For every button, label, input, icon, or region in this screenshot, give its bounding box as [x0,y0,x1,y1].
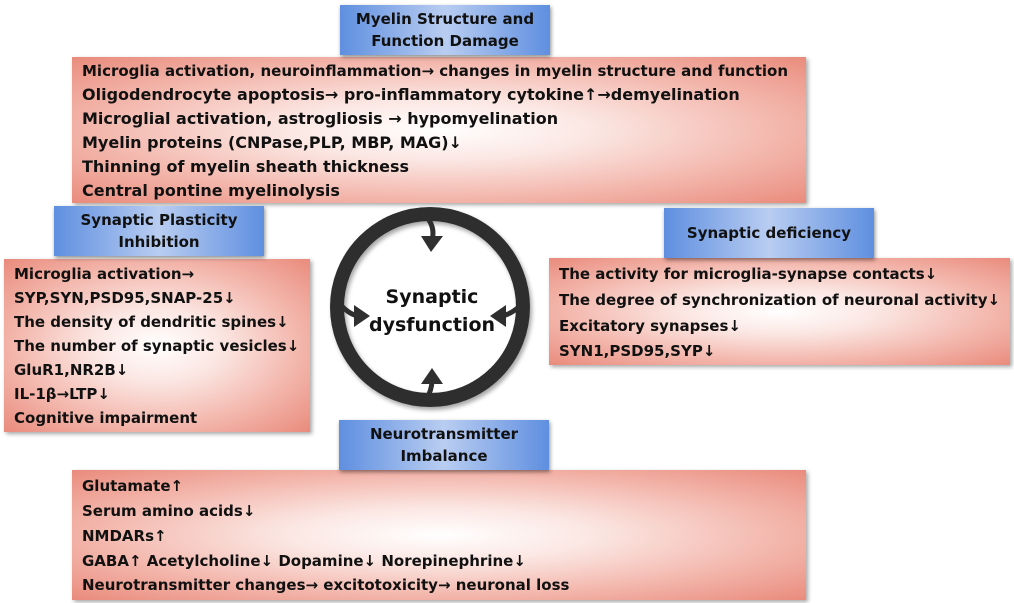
synaptic-deficiency-box: The activity for microglia-synapse conta… [549,258,1010,365]
neurotransmitter-box: Glutamate↑ Serum amino acids↓ NMDARs↑ GA… [72,470,806,600]
myelin-header-line-1: Myelin Structure and [355,10,535,28]
myelin-damage-box: Microglia activation, neuroinflammation→… [72,57,806,203]
arrow-down-icon [421,211,443,252]
neurotransmitter-header: Neurotransmitter Imbalance [339,420,549,470]
arrow-left-icon [490,301,525,327]
myelin-header-line-2: Function Damage [371,32,519,50]
myelin-item-2: Oligodendrocyte apoptosis→ pro-inflammat… [82,85,740,104]
plasticity-item-4: The number of synaptic vesicles↓ [14,337,300,355]
neuro-item-4: GABA↑ Acetylcholine↓ Dopamine↓ Norepinep… [82,552,526,570]
plasticity-item-1: Microglia activation→ [14,265,195,283]
arrow-up-icon [421,368,443,403]
neuro-header-line-2: Imbalance [400,447,488,465]
myelin-item-5: Thinning of myelin sheath thickness [82,157,409,176]
plasticity-header-line-2: Inhibition [118,233,200,251]
plasticity-header-line-1: Synaptic Plasticity [80,211,238,229]
center-label-line-2: dysfunction [369,314,495,336]
neuro-item-5: Neurotransmitter changes→ excitotoxicity… [82,576,570,594]
plasticity-item-2: SYP,SYN,PSD95,SNAP-25↓ [14,289,236,307]
deficiency-item-1: The activity for microglia-synapse conta… [559,265,938,283]
arrow-right-icon [335,299,370,327]
deficiency-item-2: The degree of synchronization of neurona… [559,291,1001,309]
neuro-item-2: Serum amino acids↓ [82,502,256,520]
neuro-header-line-1: Neurotransmitter [369,425,519,443]
plasticity-item-5: GluR1,NR2B↓ [14,361,129,379]
plasticity-item-6: IL-1β→LTP↓ [14,385,110,403]
myelin-damage-header: Myelin Structure and Function Damage [340,5,550,55]
plasticity-item-7: Cognitive impairment [14,409,198,427]
synaptic-deficiency-header: Synaptic deficiency [664,208,874,258]
center-label-line-1: Synaptic [386,286,479,308]
deficiency-header-line-1: Synaptic deficiency [686,224,852,242]
deficiency-item-3: Excitatory synapses↓ [559,317,741,335]
neuro-item-1: Glutamate↑ [82,477,184,495]
myelin-item-3: Microglial activation, astrogliosis → hy… [82,109,559,128]
plasticity-item-3: The density of dendritic spines↓ [14,313,289,331]
synaptic-plasticity-header: Synaptic Plasticity Inhibition [54,206,264,256]
myelin-item-4: Myelin proteins (CNPase,PLP, MBP, MAG)↓ [82,133,462,152]
myelin-item-1: Microglia activation, neuroinflammation→… [82,62,789,80]
myelin-item-6: Central pontine myelinolysis [82,181,340,200]
neuro-item-3: NMDARs↑ [82,527,167,545]
synaptic-plasticity-box: Microglia activation→ SYP,SYN,PSD95,SNAP… [4,259,310,432]
deficiency-item-4: SYN1,PSD95,SYP↓ [559,342,716,360]
cycle-ring [330,207,530,407]
